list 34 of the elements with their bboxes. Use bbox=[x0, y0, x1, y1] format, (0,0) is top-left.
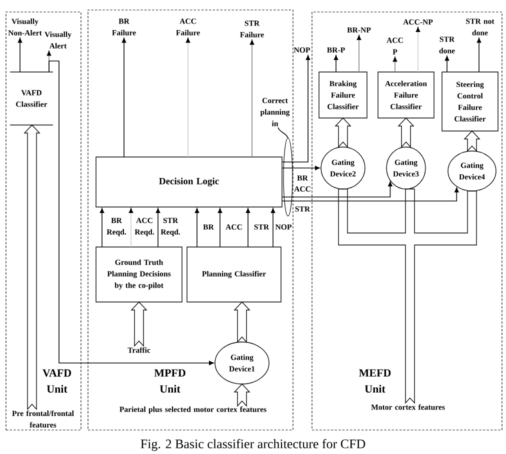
arrow bbox=[18, 38, 22, 72]
arrow bbox=[218, 208, 222, 248]
ellipse-outline bbox=[283, 138, 293, 216]
arrow bbox=[392, 56, 398, 72]
arrow bbox=[156, 208, 160, 248]
block-arrow bbox=[338, 188, 477, 404]
logic-box: Decision Logic bbox=[96, 156, 282, 208]
arrow bbox=[100, 208, 104, 248]
arrow bbox=[250, 40, 254, 158]
arrow bbox=[48, 60, 214, 366]
block-arrow bbox=[334, 117, 352, 148]
arrow bbox=[194, 208, 200, 248]
block-arrow bbox=[130, 301, 148, 347]
arrow bbox=[186, 38, 190, 158]
caption: Fig. 2 Basic classifier architecture for CFD bbox=[140, 439, 366, 451]
arrow bbox=[282, 187, 459, 202]
arrow bbox=[282, 181, 392, 198]
arrow bbox=[282, 55, 310, 162]
block-arrow bbox=[464, 130, 480, 152]
arrow bbox=[270, 208, 276, 248]
leader-line bbox=[278, 127, 288, 138]
arrow bbox=[282, 166, 320, 170]
arrow bbox=[128, 208, 134, 248]
arrow bbox=[334, 55, 338, 72]
arrow bbox=[356, 35, 362, 72]
block-arrow bbox=[234, 383, 250, 407]
arrow bbox=[246, 208, 250, 248]
block-arrow bbox=[398, 117, 414, 148]
arrow bbox=[122, 38, 126, 158]
arrow bbox=[476, 38, 482, 72]
block-arrow bbox=[234, 301, 250, 343]
block-arrow bbox=[24, 124, 40, 410]
arrow bbox=[444, 56, 450, 72]
arrow bbox=[416, 27, 420, 72]
